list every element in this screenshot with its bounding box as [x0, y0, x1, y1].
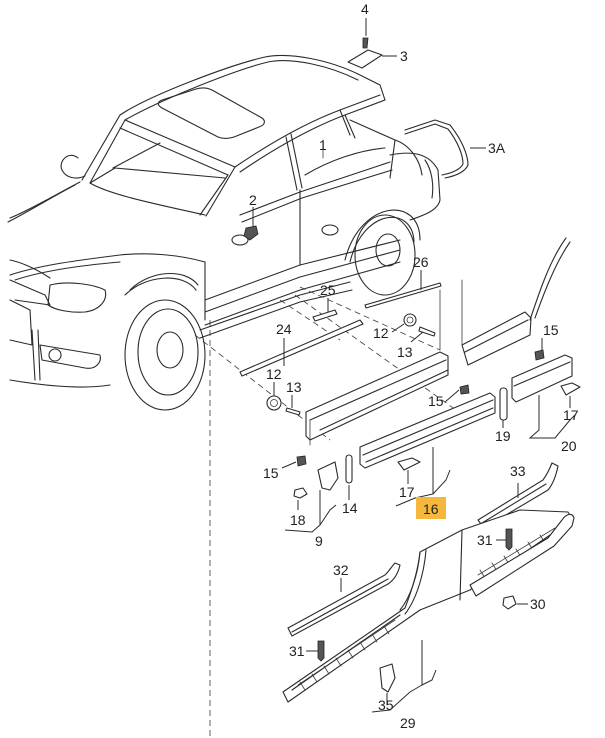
part-31-screw-b: [317, 640, 325, 662]
label-12-upper[interactable]: 12: [373, 325, 389, 341]
label-2[interactable]: 2: [249, 192, 257, 208]
part-2-clip: [243, 225, 259, 241]
part-15-clip-b: [459, 384, 470, 395]
label-16[interactable]: 16: [423, 501, 439, 517]
part-12-grommet-upper: [403, 313, 417, 327]
part-17-clip-b: [560, 382, 581, 396]
door-moulding-rear: [461, 237, 571, 366]
part-16-highlight: [416, 497, 446, 519]
label-31-b[interactable]: 31: [289, 643, 305, 659]
part-labels: 4 3 3A 1 2 26 25 24 12 13 12 13 15 15 15…: [249, 1, 579, 731]
part-19-insert: [499, 387, 508, 421]
part-14-insert: [345, 454, 353, 484]
part-9-end-cap: [317, 461, 339, 491]
part-32-front-sill-plate: [287, 562, 401, 637]
part-13-screw-upper: [418, 326, 436, 337]
label-33[interactable]: 33: [510, 463, 526, 479]
part-17-clip-a: [397, 457, 421, 471]
label-26[interactable]: 26: [413, 254, 429, 270]
label-32[interactable]: 32: [333, 562, 349, 578]
label-20[interactable]: 20: [561, 438, 577, 454]
label-12-lower[interactable]: 12: [266, 366, 282, 382]
label-13-upper[interactable]: 13: [397, 344, 413, 360]
label-15-a[interactable]: 15: [263, 465, 279, 481]
part-30-nut: [502, 595, 517, 610]
part-16-sill-moulding: [359, 392, 496, 469]
part-29-sill-panel: [282, 509, 575, 703]
label-3A[interactable]: 3A: [488, 140, 506, 156]
part-31-screw-a: [505, 528, 513, 551]
label-19[interactable]: 19: [495, 428, 511, 444]
label-35[interactable]: 35: [378, 697, 394, 713]
part-3A-rear-trim: [404, 119, 469, 179]
label-15-c[interactable]: 15: [543, 322, 559, 338]
part-13-screw-lower: [285, 407, 301, 416]
label-17-b[interactable]: 17: [563, 407, 579, 423]
door-moulding-front: [305, 289, 449, 446]
label-24[interactable]: 24: [276, 321, 292, 337]
label-17-a[interactable]: 17: [399, 484, 415, 500]
label-15-b[interactable]: 15: [428, 393, 444, 409]
label-31-a[interactable]: 31: [477, 532, 493, 548]
part-20-rear-moulding: [511, 354, 573, 403]
label-1[interactable]: 1: [319, 137, 327, 153]
label-13-lower[interactable]: 13: [286, 379, 302, 395]
part-15-clip-a: [296, 455, 307, 467]
part-24-long-strip: [239, 319, 364, 377]
leader-lines: [252, 18, 576, 713]
part-26-strip: [364, 282, 442, 309]
part-35-clip: [379, 663, 396, 693]
label-18[interactable]: 18: [290, 512, 306, 528]
label-14[interactable]: 14: [342, 500, 358, 516]
label-9[interactable]: 9: [315, 533, 323, 549]
part-15-clip-c: [534, 349, 545, 361]
part-12-grommet-lower: [266, 395, 282, 411]
label-29[interactable]: 29: [400, 715, 416, 731]
part-18-nut: [293, 487, 308, 499]
vehicle-outline: [7, 54, 471, 738]
part-25-clip: [312, 309, 338, 322]
part-3-roof-bracket: [347, 37, 383, 69]
label-4[interactable]: 4: [361, 1, 369, 17]
label-25[interactable]: 25: [320, 282, 336, 298]
label-3[interactable]: 3: [400, 48, 408, 64]
label-30[interactable]: 30: [530, 596, 546, 612]
